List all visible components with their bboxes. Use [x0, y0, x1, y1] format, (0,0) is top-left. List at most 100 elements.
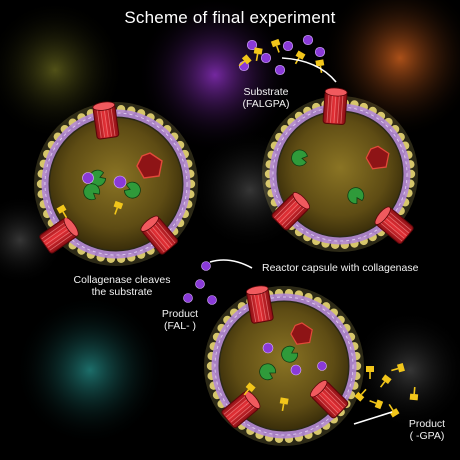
label-product-fal-line2: (FAL- ): [163, 320, 197, 332]
channel-stripe: [385, 213, 409, 234]
substrate-molecule-icon: [183, 293, 193, 303]
channel-stripe: [324, 384, 346, 406]
substrate-head: [274, 64, 286, 76]
gpa-block: [354, 391, 365, 402]
label-substrate-line1: Substrate: [243, 86, 289, 98]
channel-top: [324, 87, 348, 97]
gpa-fragment-icon: [238, 54, 252, 67]
substrate-molecule-icon: [262, 342, 274, 354]
protein-channel-icon: [92, 101, 120, 140]
channel-stripe: [279, 201, 301, 223]
enzyme-body: [83, 183, 101, 201]
gpa-fragment-icon: [270, 38, 281, 53]
substrate-head: [302, 34, 314, 46]
collagenase-icon: [290, 322, 313, 345]
substrate-head: [317, 361, 327, 371]
membrane-texture: [214, 296, 354, 436]
channel-stripe: [314, 394, 336, 416]
channel-top: [140, 215, 159, 232]
gpa-fragment-icon: [388, 403, 400, 418]
channel-stripe: [330, 92, 333, 123]
substrate-molecule-icon: [282, 40, 294, 52]
substrate-head: [314, 46, 326, 58]
protein-channel-icon: [221, 390, 261, 428]
channel-stripe: [281, 203, 304, 226]
enzyme-body: [347, 187, 365, 204]
gpa-tail: [62, 211, 68, 219]
gpa-tail: [243, 389, 250, 396]
substrate-molecule-icon: [195, 279, 205, 289]
gpa-fragment-icon: [113, 200, 124, 215]
channel-stripe: [43, 224, 69, 243]
substrate-head: [282, 40, 294, 52]
substrate-molecule-icon: [246, 39, 258, 51]
channel-stripe: [49, 232, 75, 251]
channel-stripe: [326, 92, 330, 123]
channel-stripe: [253, 291, 260, 322]
channel-stripe: [284, 206, 306, 228]
channel-stripe: [103, 107, 109, 137]
membrane-texture: [272, 106, 408, 242]
channel-stripe: [321, 386, 344, 409]
channel-stripe: [381, 218, 405, 239]
enzyme-body: [123, 181, 141, 199]
gpa-block: [374, 399, 384, 410]
channel-top: [92, 101, 116, 111]
label-substrate-line2: (FALGPA): [242, 98, 290, 110]
gpa-tail: [255, 53, 259, 62]
channel-stripe: [228, 400, 252, 420]
label-product-gpa-line1: Product: [408, 418, 446, 430]
substrate-molecule-icon: [302, 34, 314, 46]
channel-stripe: [274, 196, 296, 218]
gpa-block: [56, 204, 67, 214]
gpa-fragment-icon: [391, 363, 405, 373]
capsule-bottom: [204, 286, 364, 446]
protein-channel-icon: [271, 192, 310, 231]
channel-top: [292, 192, 310, 210]
gpa-block: [389, 408, 400, 418]
gpa-fragment-icon: [294, 50, 306, 65]
channel-stripe: [316, 391, 339, 414]
substrate-head: [195, 279, 205, 289]
substrate-molecule-icon: [201, 261, 211, 271]
substrate-head: [246, 39, 258, 51]
collagenase-icon: [136, 152, 163, 179]
gpa-fragment-icon: [243, 382, 256, 396]
gpa-fragment-icon: [409, 386, 419, 401]
channel-stripe: [155, 219, 176, 244]
enzyme-icon: [123, 181, 141, 199]
channel-stripe: [337, 93, 340, 124]
background-cell: [0, 0, 125, 140]
substrate-head: [260, 52, 272, 64]
label-reactor-capsule: Reactor capsule with collagenase: [262, 262, 419, 274]
substrate-molecule-icon: [317, 361, 327, 371]
collagenase-icon: [365, 145, 390, 170]
substrate-molecule-icon: [274, 64, 286, 76]
channel-stripe: [47, 229, 73, 248]
substrate-molecule-icon: [82, 172, 94, 184]
gpa-block: [270, 38, 281, 48]
gpa-exit-arrow: [353, 411, 393, 425]
gpa-tail: [413, 386, 416, 395]
channel-stripe: [45, 227, 71, 245]
gpa-block: [315, 59, 325, 67]
channel-top: [245, 285, 269, 296]
channel-stripe: [378, 221, 403, 242]
channel-top: [63, 217, 79, 237]
enzyme-icon: [89, 169, 107, 187]
gpa-tail: [281, 403, 285, 412]
channel-stripe: [257, 291, 263, 321]
substrate-head: [290, 364, 302, 376]
channel-stripe: [383, 216, 407, 236]
label-substrate: Substrate (FALGPA): [226, 86, 306, 110]
channel-stripe: [223, 394, 248, 415]
channel-stripe: [276, 198, 299, 221]
gpa-tail: [369, 400, 377, 405]
figure-title: Scheme of final experiment: [124, 8, 336, 27]
substrate-head: [201, 261, 211, 271]
channel-stripe: [263, 289, 270, 320]
substrate-head: [82, 172, 94, 184]
protein-channel-icon: [140, 215, 178, 255]
gpa-block: [295, 50, 306, 60]
